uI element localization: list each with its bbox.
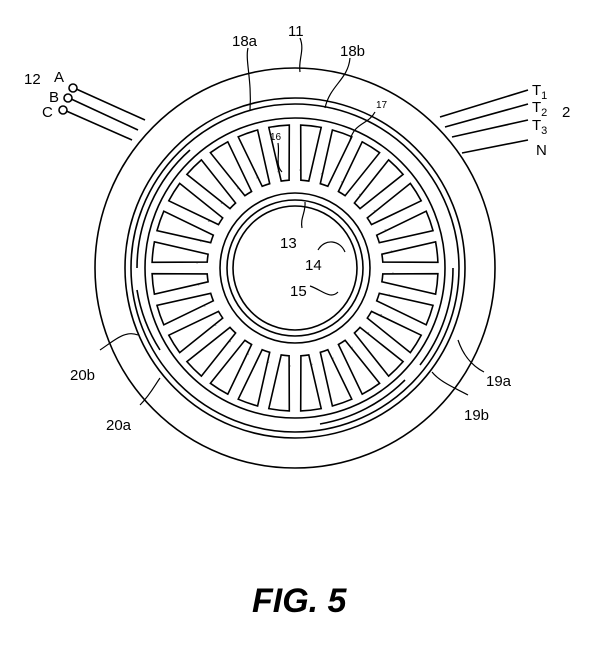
outer-housing <box>94 67 496 469</box>
rotor-inner <box>232 205 358 331</box>
stator-slot <box>337 140 381 197</box>
leader-lines <box>99 37 485 406</box>
rotor-outer <box>219 192 371 344</box>
label-13: 13 <box>280 235 297 252</box>
stator-slot <box>380 272 439 296</box>
stator-slot <box>167 310 224 354</box>
label-T1: T1 <box>532 82 547 102</box>
stator-outer-ring <box>124 97 466 439</box>
rotor-mid <box>226 199 364 337</box>
label-N: N <box>536 142 547 159</box>
stator-slot <box>366 182 423 226</box>
stator-slot <box>375 210 434 244</box>
stator-slot <box>156 292 215 326</box>
figure-caption: FIG. 5 <box>252 582 348 620</box>
stator-slot <box>151 240 210 264</box>
winding-arc-20b <box>136 149 191 269</box>
stator-slot <box>267 353 291 412</box>
label-11: 11 <box>288 23 304 40</box>
label-A: A <box>54 69 64 86</box>
stator-slot <box>209 339 253 396</box>
stator-slots <box>151 124 439 412</box>
stator-slot <box>151 272 210 296</box>
stator-slot <box>353 158 405 210</box>
label-12: 12 <box>24 71 41 88</box>
label-14: 14 <box>305 257 322 274</box>
stator-slot <box>366 310 423 354</box>
label-19a: 19a <box>486 373 512 390</box>
lead-wires-left <box>58 83 146 141</box>
label-19b: 19b <box>464 407 489 424</box>
label-15: 15 <box>290 283 307 300</box>
winding-arc-20a <box>136 289 161 351</box>
label-C: C <box>42 104 53 121</box>
stator-slot <box>156 210 215 244</box>
label-T2: T2 <box>532 99 547 119</box>
stator-slot <box>299 124 323 183</box>
winding-arc-19a <box>419 267 454 366</box>
stator-slot <box>299 353 323 412</box>
stator-slot <box>375 292 434 326</box>
stator-slot <box>185 326 237 378</box>
label-16: 16 <box>270 132 282 143</box>
stator-slot <box>209 140 253 197</box>
label-18b: 18b <box>340 43 365 60</box>
stator-slot <box>185 158 237 210</box>
winding-arc-19b <box>319 379 406 425</box>
label-20a: 20a <box>106 417 132 434</box>
stator-slot <box>237 348 271 407</box>
stator-slot <box>167 182 224 226</box>
stator-slot <box>337 339 381 396</box>
stator-slot <box>319 348 353 407</box>
stator-slot <box>267 124 291 183</box>
label-2: 2 <box>562 104 570 121</box>
tooth-outer-circle <box>144 117 446 419</box>
label-B: B <box>49 89 59 106</box>
stator-slot <box>319 129 353 188</box>
stator-slot <box>380 240 439 264</box>
lead-wires-right <box>439 89 529 154</box>
label-17: 17 <box>376 100 388 111</box>
stator-inner-ring <box>130 103 460 433</box>
reference-labels: 11 18a 18b 17 16 13 14 15 12 A B C T1 T2… <box>24 23 570 434</box>
label-T3: T3 <box>532 117 547 137</box>
stator-slot <box>353 326 405 378</box>
label-18a: 18a <box>232 33 258 50</box>
label-20b: 20b <box>70 367 95 384</box>
stator-slot <box>237 129 271 188</box>
